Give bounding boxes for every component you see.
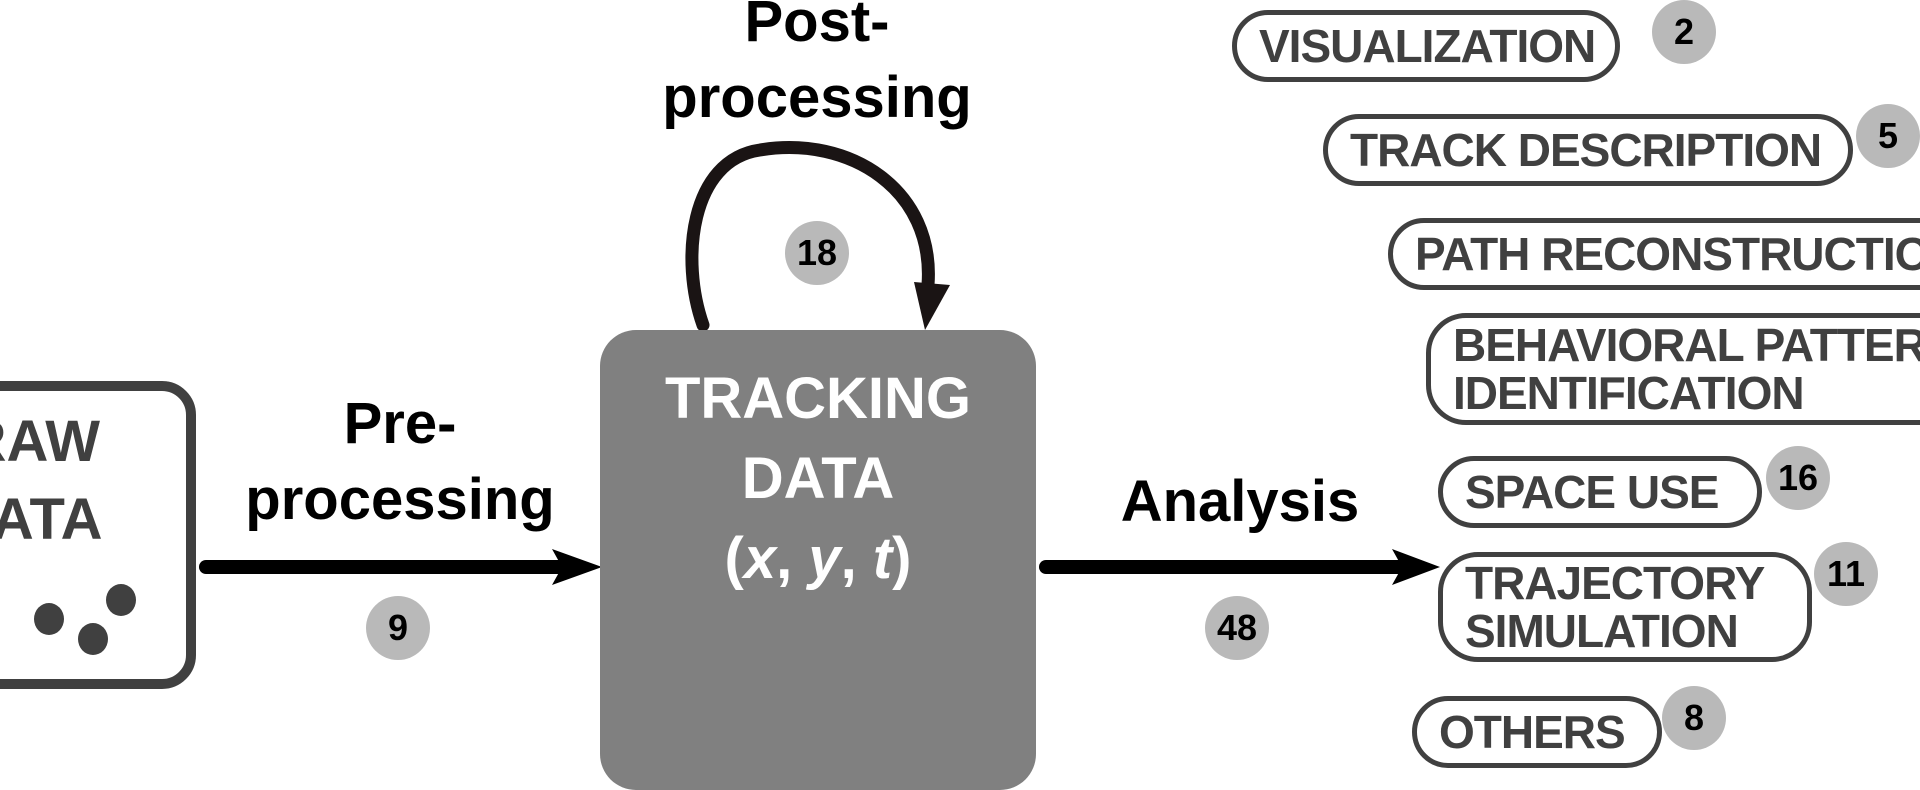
visualization-count-badge: 2 <box>1652 0 1716 64</box>
analysis-count-badge: 48 <box>1205 596 1269 660</box>
track-description-count-badge: 5 <box>1856 104 1920 168</box>
category-label: PATH RECONSTRUCTION <box>1415 228 1920 280</box>
category-label: VISUALIZATION <box>1259 20 1596 72</box>
raw-data-line1: RAW <box>0 409 100 474</box>
postprocessing-loop-arrow <box>685 141 950 332</box>
preprocessing-line1: Pre- <box>343 391 457 456</box>
analysis-label: Analysis <box>1120 469 1360 534</box>
postprocessing-count-badge: 18 <box>785 221 849 285</box>
raw-data-dot-icon <box>78 623 108 655</box>
others-count-badge: 8 <box>1662 686 1726 750</box>
coords-close-paren: ) <box>892 526 912 591</box>
postprocessing-label: Post- processing <box>617 0 1017 136</box>
tracking-data-line1: TRACKING <box>664 366 972 431</box>
analysis-arrow <box>1039 549 1440 585</box>
raw-data-dot-icon <box>34 603 64 635</box>
tracking-data-coordinates: (x, y, t) <box>600 520 1036 598</box>
category-label: OTHERS <box>1439 706 1626 758</box>
category-label: TRACK DESCRIPTION <box>1350 124 1822 176</box>
space-use-count-badge: 16 <box>1766 446 1830 510</box>
raw-data-line2: DATA <box>0 487 103 552</box>
category-label-line1: TRAJECTORY <box>1465 557 1765 609</box>
category-label-line2: SIMULATION <box>1465 605 1739 657</box>
coord-x: x <box>743 526 777 591</box>
raw-data-dot-icon <box>106 584 136 616</box>
raw-data-label: RAW DATA <box>0 403 103 559</box>
category-trajectory-simulation: TRAJECTORY SIMULATION <box>1438 552 1812 662</box>
category-space-use: SPACE USE <box>1438 456 1762 528</box>
raw-data-box: RAW DATA <box>0 381 196 689</box>
tracking-data-line2: DATA <box>741 446 895 511</box>
preprocessing-count-badge: 9 <box>366 596 430 660</box>
category-others: OTHERS <box>1412 696 1662 768</box>
category-track-description: TRACK DESCRIPTION <box>1323 114 1853 186</box>
tracking-data-box: TRACKING DATA (x, y, t) <box>600 330 1036 790</box>
coord-y: y <box>808 526 841 591</box>
category-label-line1: BEHAVIORAL PATTERN <box>1453 319 1920 371</box>
coord-t: t <box>872 526 893 591</box>
coords-separator: , <box>840 526 873 591</box>
preprocessing-arrow <box>199 549 602 585</box>
postprocessing-line2: processing <box>662 65 972 130</box>
coords-open-paren: ( <box>724 526 744 591</box>
trajectory-simulation-count-badge: 11 <box>1814 542 1878 606</box>
category-path-reconstruction: PATH RECONSTRUCTION <box>1388 218 1920 290</box>
preprocessing-line2: processing <box>245 467 555 532</box>
category-behavioral-pattern-identification: BEHAVIORAL PATTERN IDENTIFICATION <box>1426 313 1920 425</box>
category-label-line2: IDENTIFICATION <box>1453 367 1805 419</box>
coords-separator: , <box>776 526 809 591</box>
category-label: SPACE USE <box>1465 466 1719 518</box>
postprocessing-line1: Post- <box>744 0 890 54</box>
category-visualization: VISUALIZATION <box>1232 10 1620 82</box>
preprocessing-label: Pre- processing <box>220 386 580 538</box>
